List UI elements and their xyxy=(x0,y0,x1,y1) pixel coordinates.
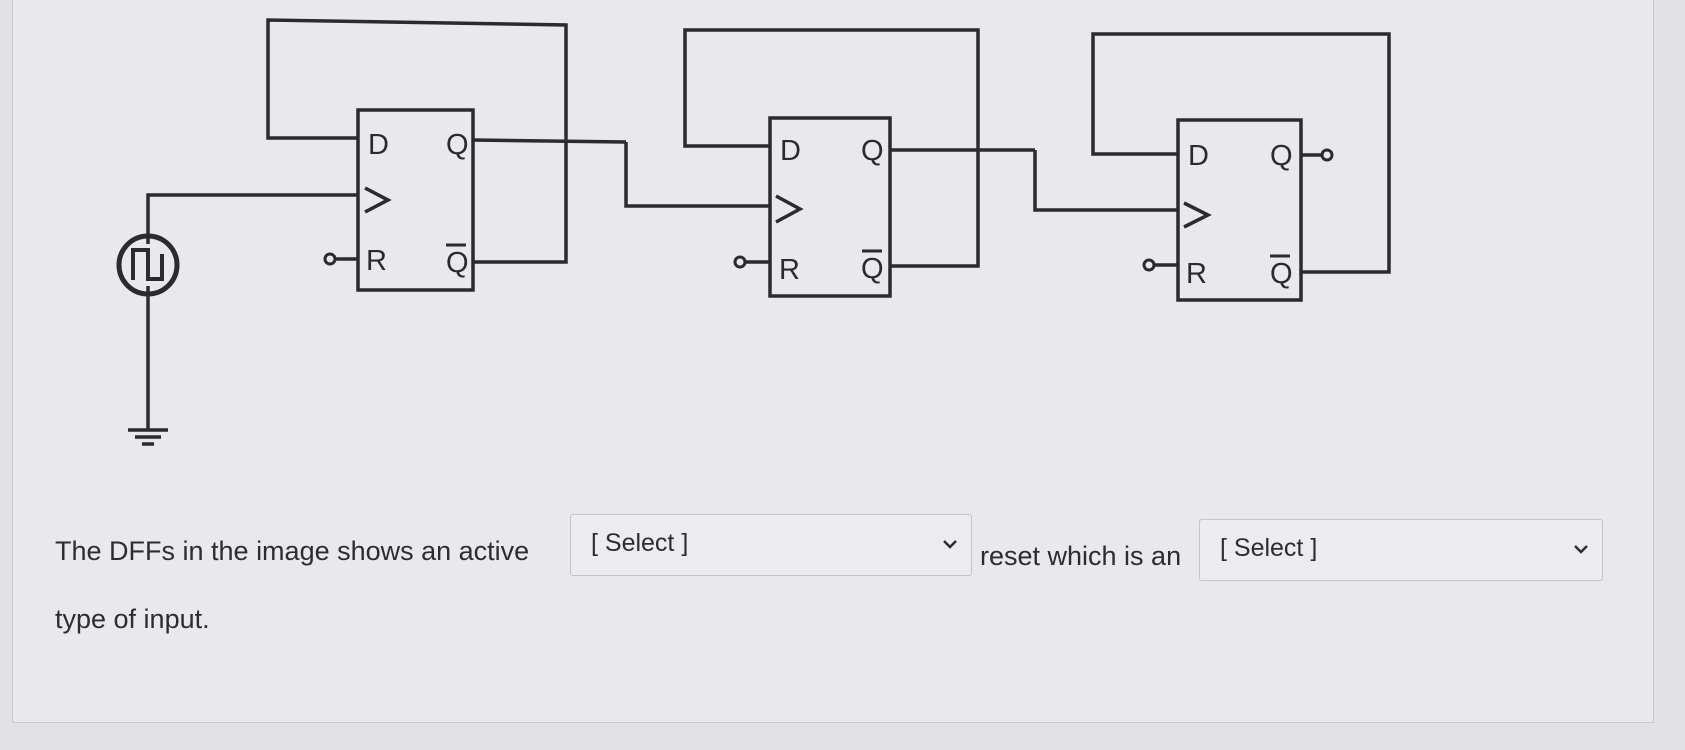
dff-circuit-diagram: D Q R Q D Q R Q D Q R Q xyxy=(116,18,1391,446)
question-part-2: reset which is an xyxy=(980,541,1182,571)
select-dropdown-2[interactable]: [ Select ] xyxy=(1199,519,1603,581)
chevron-down-icon xyxy=(1574,545,1588,554)
ff1-d-label: D xyxy=(368,129,389,161)
ff3-q-label: Q xyxy=(1270,140,1293,172)
ff3-d-label: D xyxy=(1188,140,1209,172)
ff2-qbar-label: Q xyxy=(861,253,884,285)
ff2-q-label: Q xyxy=(861,135,884,167)
ground-icon xyxy=(128,428,168,446)
ff2-d-label: D xyxy=(780,135,801,167)
chevron-down-icon xyxy=(943,540,957,549)
reset-bubble-2 xyxy=(733,255,747,269)
clock-source-icon xyxy=(116,233,180,297)
ff1-qbar-label: Q xyxy=(446,247,469,279)
question-panel xyxy=(12,0,1654,723)
ff2-r-label: R xyxy=(779,254,800,286)
select-2-value: [ Select ] xyxy=(1220,534,1318,562)
flipflop-1-box xyxy=(356,108,475,292)
ff3-qbar-label: Q xyxy=(1270,258,1293,290)
reset-bubble-3 xyxy=(1142,258,1156,272)
ff1-q-label: Q xyxy=(446,129,469,161)
output-bubble xyxy=(1320,148,1334,162)
ff1-r-label: R xyxy=(366,245,387,277)
select-1-value: [ Select ] xyxy=(591,529,689,557)
ff3-r-label: R xyxy=(1186,258,1207,290)
reset-bubble-1 xyxy=(323,252,337,266)
question-part-1: The DFFs in the image shows an active xyxy=(55,536,530,566)
select-dropdown-1[interactable]: [ Select ] xyxy=(570,514,972,576)
question-part-3: type of input. xyxy=(55,604,210,634)
